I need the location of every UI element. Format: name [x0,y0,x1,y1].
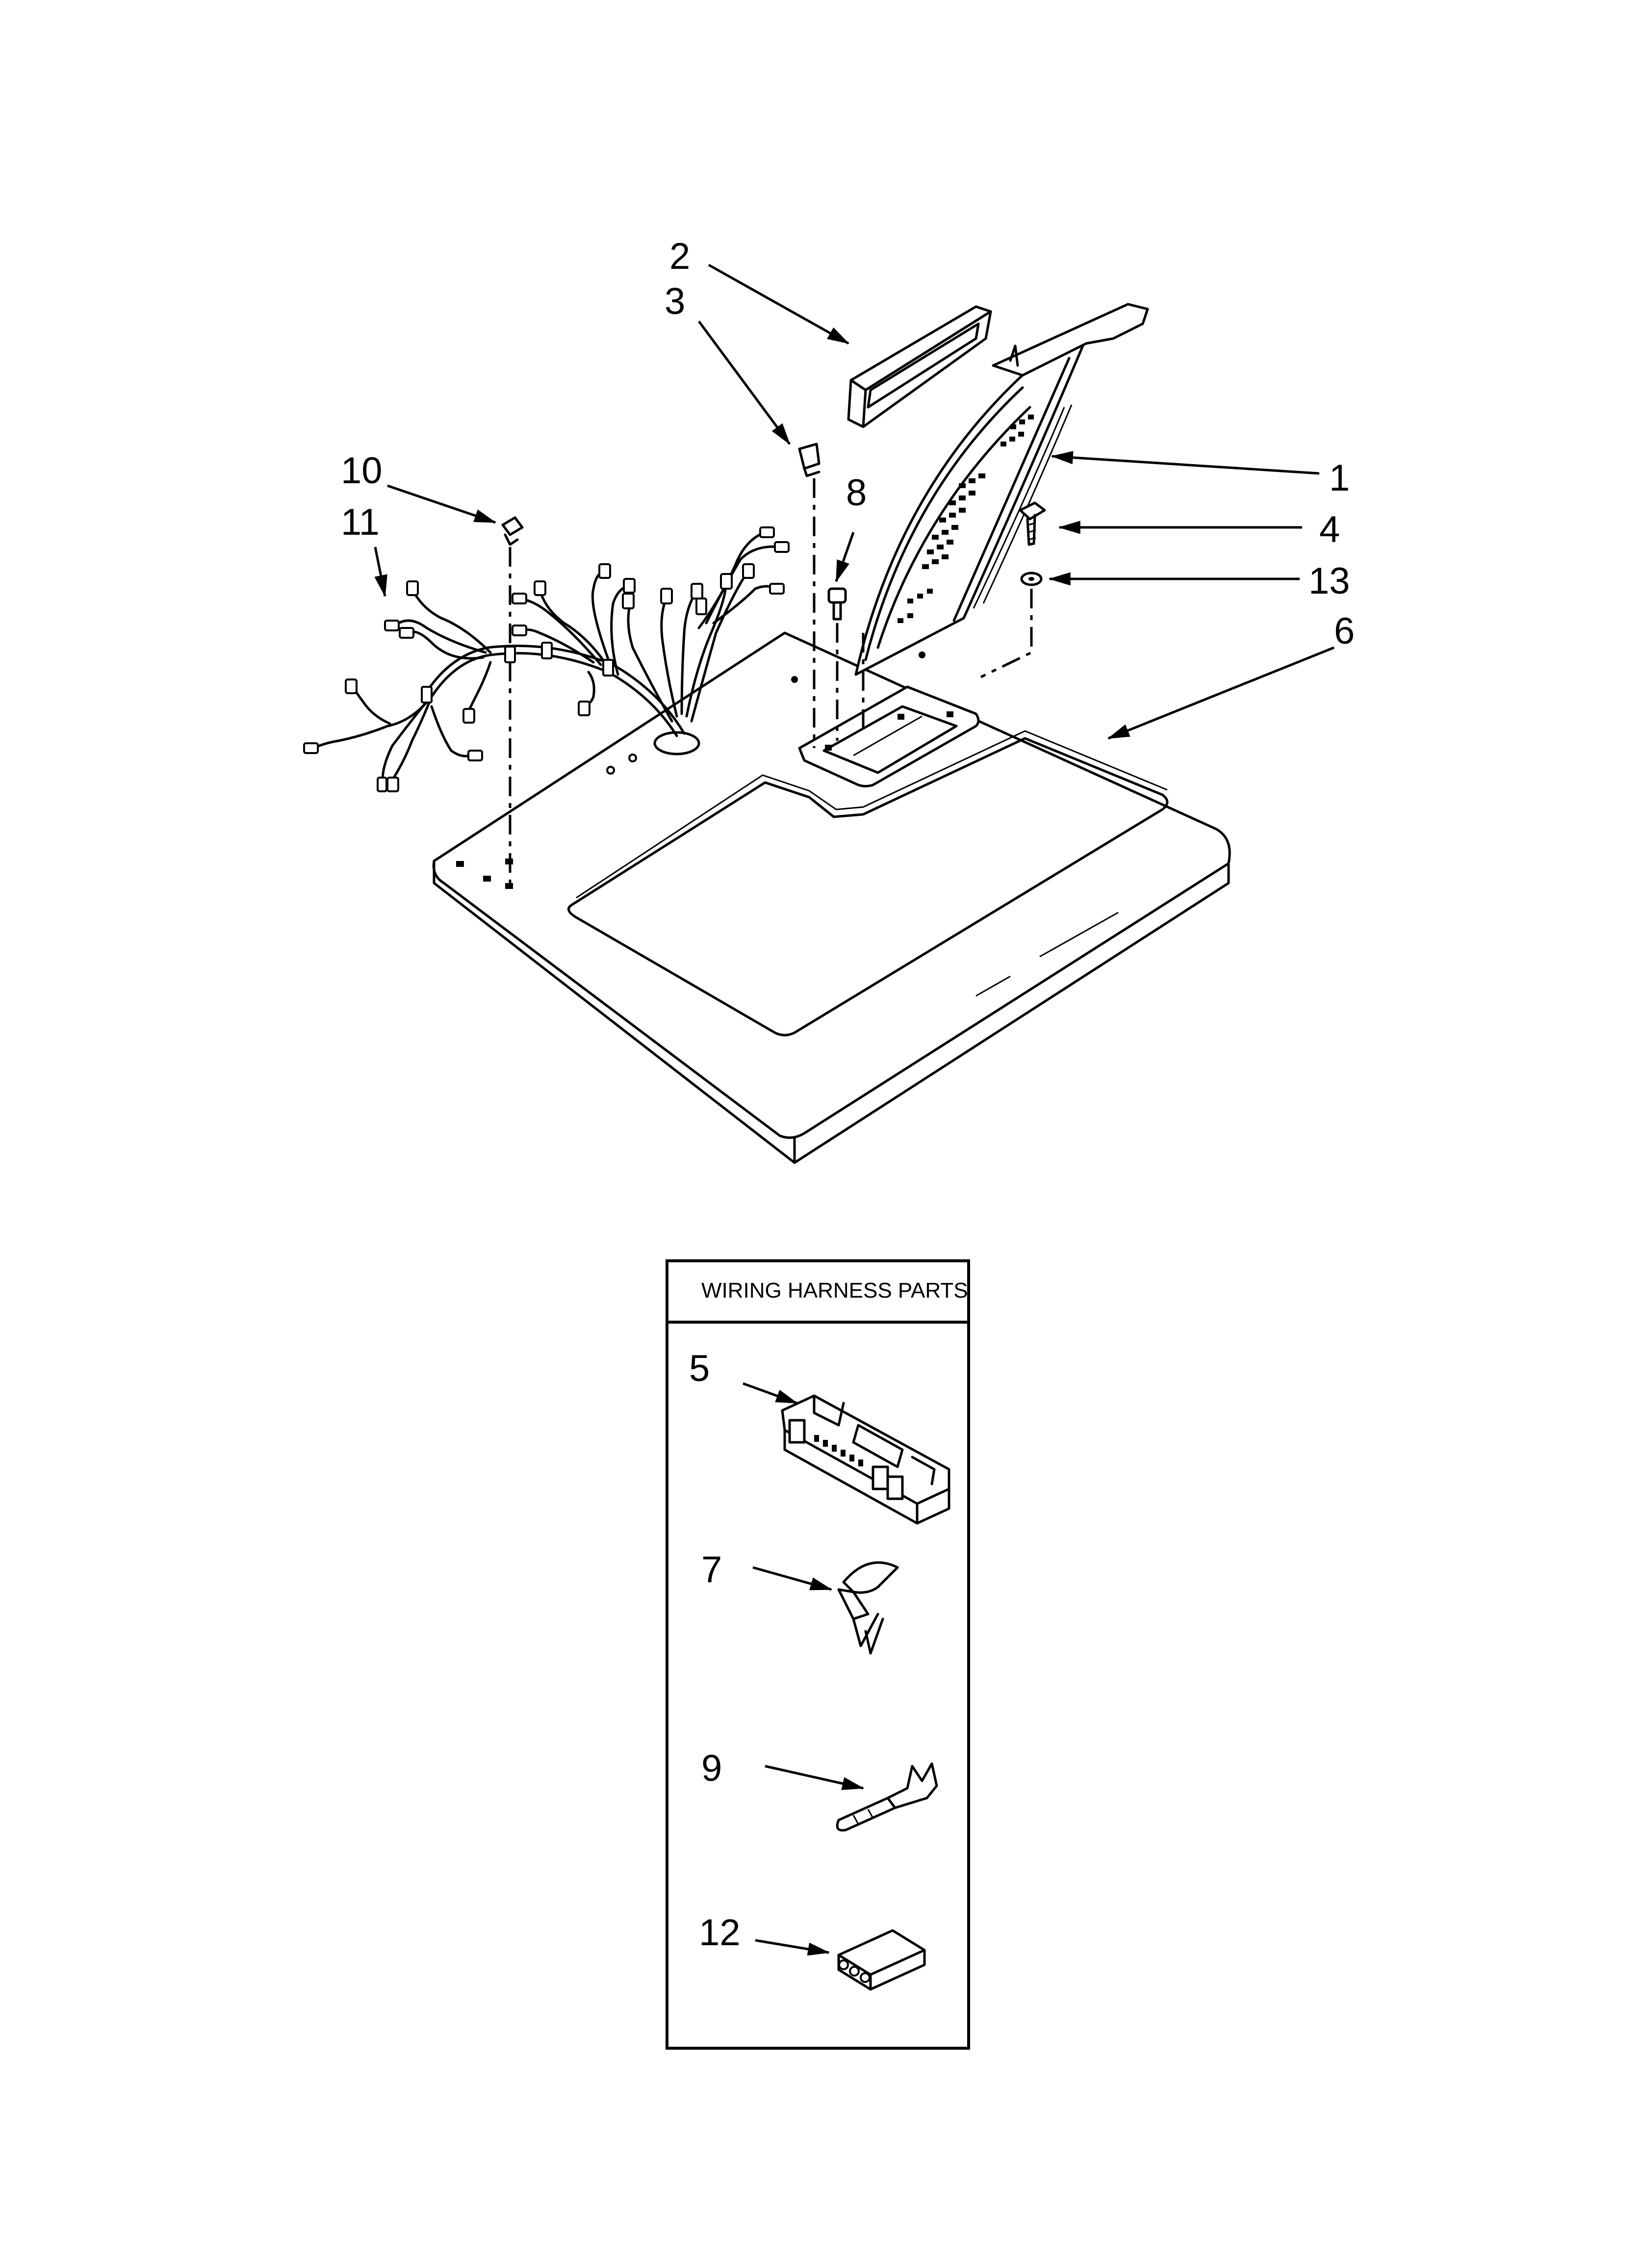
callout-2: 2 [669,235,690,277]
connector-part-5 [781,1394,950,1525]
callout-5: 5 [689,1348,710,1389]
washer-part-13 [1020,572,1043,586]
top-panel [432,631,1231,1164]
callout-arrows [374,263,1334,740]
clip-part-7 [837,1561,899,1655]
callout-11: 11 [341,501,380,543]
assembly-lines [509,478,1033,888]
wiring-harness-parts-box: WIRING HARNESS PARTS 5 [666,1259,970,2050]
connector-part-12 [837,1929,926,1991]
callout-13: 13 [1308,560,1350,602]
callout-3: 3 [665,281,685,322]
callout-10: 10 [341,450,383,492]
console-endcap [847,305,992,428]
screw-part-8 [827,587,847,621]
callout-labels: 2 3 1 4 13 6 8 10 11 [341,235,1355,652]
wiring-box-title: WIRING HARNESS PARTS [701,1278,968,1303]
screw-part-4 [1019,501,1046,546]
wire-harness [303,526,790,792]
callout-12: 12 [699,1912,741,1954]
clip-part-10 [501,516,524,546]
clip-part-3 [798,443,821,477]
callout-7: 7 [701,1549,722,1590]
callout-4: 4 [1319,509,1340,550]
callout-8: 8 [846,472,867,514]
callout-6: 6 [1334,610,1355,652]
terminal-part-9 [836,1762,938,1832]
callout-1: 1 [1329,457,1350,499]
console [854,303,1149,676]
callout-9: 9 [701,1747,722,1789]
